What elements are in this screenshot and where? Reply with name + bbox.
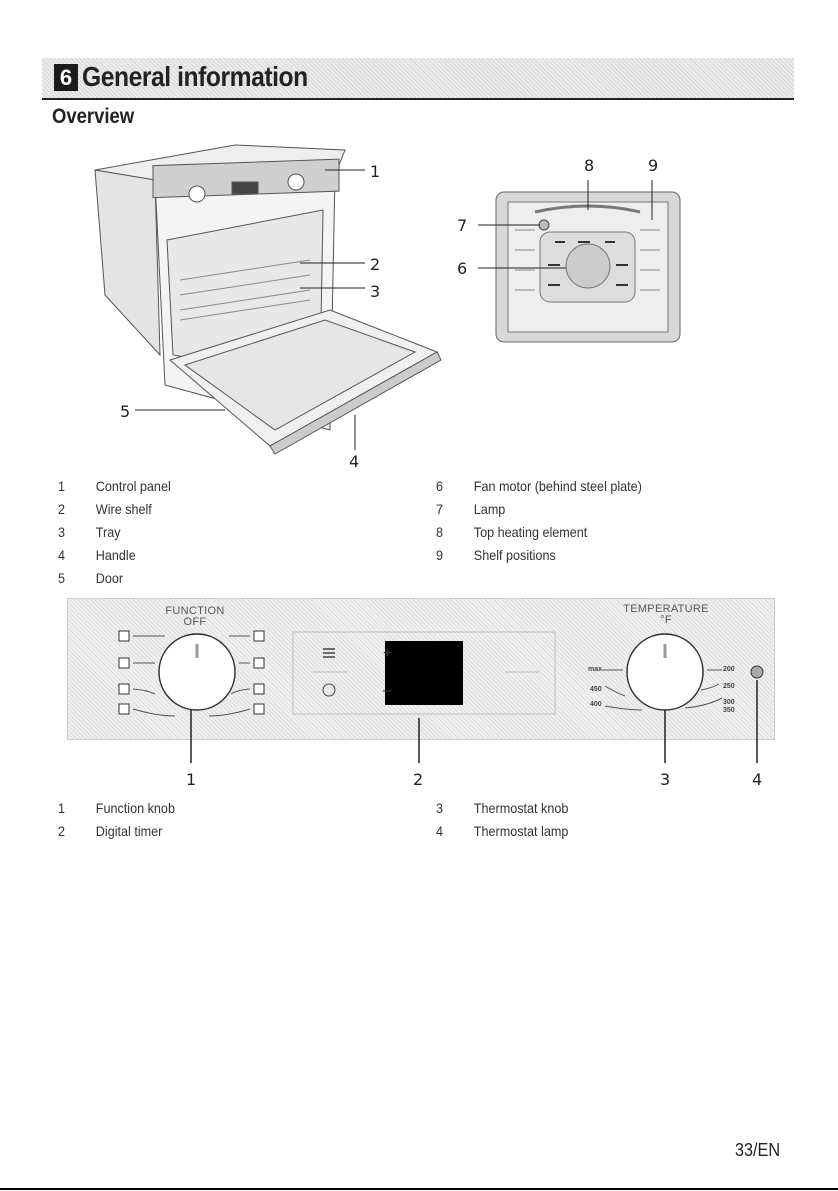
function-icon (118, 657, 130, 669)
cavity-illustration (478, 180, 681, 343)
timer-minus-button: – (383, 682, 392, 699)
panel-callout-3: 3 (660, 770, 671, 789)
callout-2: 2 (370, 255, 381, 274)
section-title: General information (82, 61, 308, 92)
callout-3: 3 (370, 282, 381, 301)
callout-4: 4 (349, 452, 360, 471)
function-icon (253, 657, 265, 669)
callout-9: 9 (648, 156, 659, 175)
panel-callout-2: 2 (413, 770, 424, 789)
function-icon (253, 703, 265, 715)
section-number: 6 (54, 64, 78, 91)
footer-rule (0, 1188, 838, 1190)
section-header-bar: 6 General information (42, 58, 794, 100)
callout-1: 1 (370, 162, 381, 181)
callout-8: 8 (584, 156, 595, 175)
temp-mark: 250 (723, 683, 735, 690)
control-panel-drawing (118, 630, 764, 763)
temp-mark: max (588, 666, 603, 673)
callout-7: 7 (457, 216, 468, 235)
panel-callout-4: 4 (752, 770, 763, 789)
callout-6: 6 (457, 259, 468, 278)
callout-5: 5 (120, 402, 131, 421)
temperature-label: TEMPERATURE (623, 603, 709, 615)
function-label: FUNCTION (165, 605, 225, 617)
oven-illustration (94, 144, 442, 455)
function-icon (118, 703, 130, 715)
function-icon (253, 630, 265, 642)
thermostat-lamp (750, 665, 764, 679)
function-icon (118, 630, 130, 642)
timer-display (385, 641, 463, 705)
temp-mark: 450 (590, 686, 602, 693)
page-number: 33/EN (735, 1140, 781, 1160)
panel-callout-1: 1 (186, 770, 197, 789)
temp-mark: 400 (590, 701, 602, 708)
temp-mark: 350 (723, 707, 735, 714)
function-icon (118, 683, 130, 695)
clock-icon (322, 683, 336, 697)
function-icon (253, 683, 265, 695)
off-label: OFF (183, 616, 207, 628)
unit-label: °F (660, 614, 672, 626)
subheading: Overview (52, 105, 135, 128)
function-knob (158, 633, 236, 711)
timer-frame (292, 631, 556, 715)
timer-plus-button: + (383, 645, 393, 662)
temp-mark: 300 (723, 699, 735, 706)
temp-mark: 200 (723, 666, 735, 673)
